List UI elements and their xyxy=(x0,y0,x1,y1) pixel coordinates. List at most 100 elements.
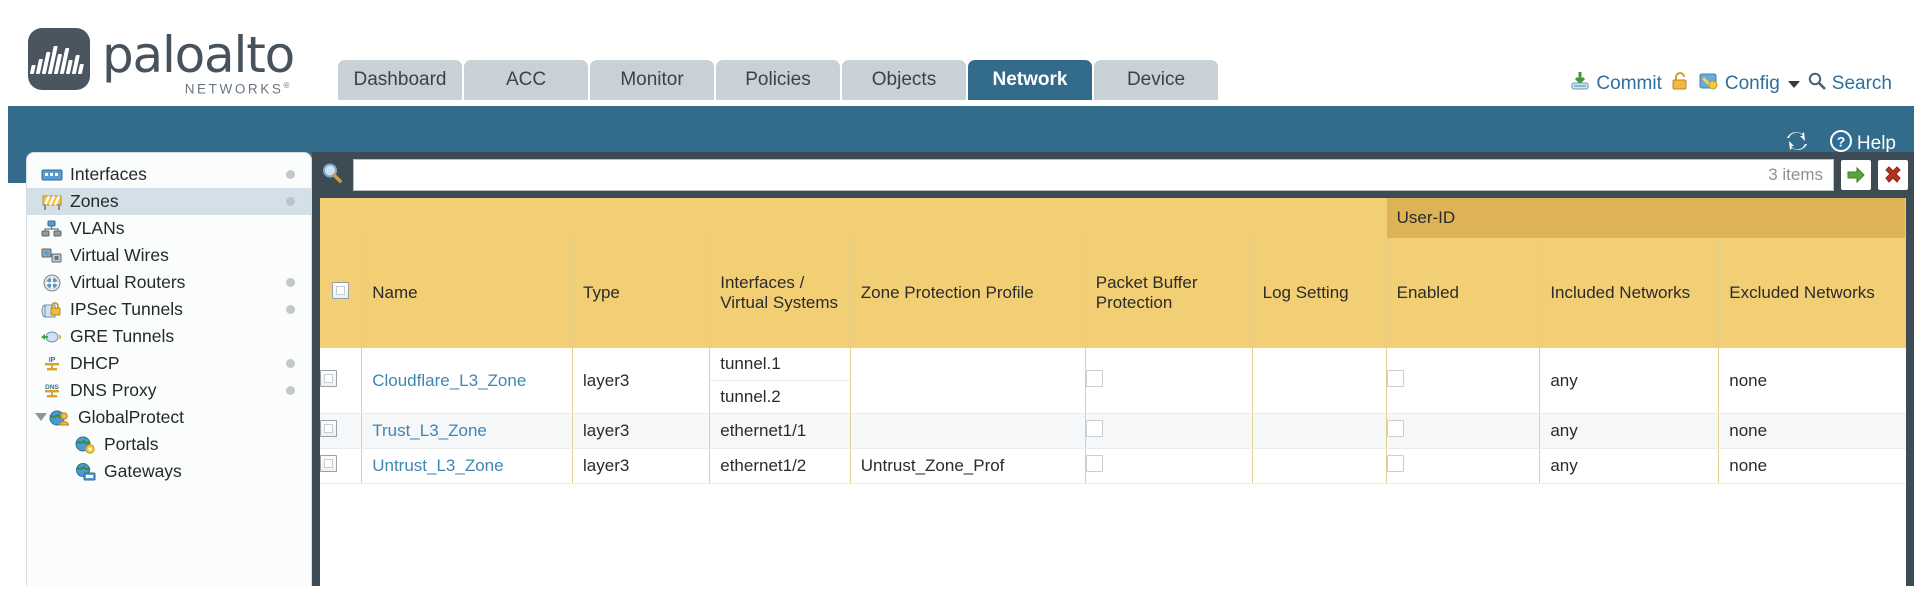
sidebar-item-interfaces[interactable]: Interfaces xyxy=(27,161,311,188)
cell-packet-buffer-protection[interactable] xyxy=(1085,348,1253,414)
apply-filter-button[interactable] xyxy=(1841,160,1871,190)
status-dot xyxy=(286,386,295,395)
tab-policies[interactable]: Policies xyxy=(716,60,840,100)
magnifier-icon xyxy=(1807,71,1827,97)
sidebar-item-vlans[interactable]: VLANs xyxy=(27,215,311,242)
cell-name[interactable]: Trust_L3_Zone xyxy=(361,413,574,449)
sidebar-item-virtual-wires[interactable]: Virtual Wires xyxy=(27,242,311,269)
header-select-all[interactable] xyxy=(320,238,363,348)
vlans-icon xyxy=(41,220,63,238)
search-button[interactable]: Search xyxy=(1807,71,1892,97)
zone-link[interactable]: Trust_L3_Zone xyxy=(372,421,487,440)
header-log-setting[interactable]: Log Setting xyxy=(1252,238,1387,348)
sidebar-label-zones: Zones xyxy=(70,191,119,211)
sidebar-item-zones[interactable]: Zones xyxy=(27,188,311,215)
header-excluded-networks[interactable]: Excluded Networks xyxy=(1718,238,1906,348)
header-name[interactable]: Name xyxy=(361,238,574,348)
cell-packet-buffer-protection[interactable] xyxy=(1085,448,1253,484)
header-userid-enabled[interactable]: Enabled xyxy=(1386,238,1541,348)
apply-arrow-icon xyxy=(1847,166,1865,184)
magnifier-icon[interactable] xyxy=(318,161,346,190)
header-packet-buffer-protection[interactable]: Packet Buffer Protection xyxy=(1085,238,1253,348)
virtual-wires-icon xyxy=(41,247,63,265)
cell-included-networks: any xyxy=(1539,448,1720,484)
config-wrench-icon xyxy=(1698,70,1720,98)
userid-enabled-checkbox[interactable] xyxy=(1386,420,1404,437)
commit-button[interactable]: Commit xyxy=(1569,70,1662,98)
cell-userid-enabled[interactable] xyxy=(1386,448,1541,484)
help-label: Help xyxy=(1856,133,1896,154)
refresh-icon[interactable] xyxy=(1784,129,1810,159)
cell-userid-enabled[interactable] xyxy=(1386,348,1541,414)
cell-packet-buffer-protection[interactable] xyxy=(1085,413,1253,449)
status-dot xyxy=(286,305,295,314)
sidebar-item-globalprotect[interactable]: GlobalProtect xyxy=(27,404,311,431)
cell-included-networks: any xyxy=(1539,413,1720,449)
row-checkbox[interactable] xyxy=(320,420,337,437)
tab-dashboard[interactable]: Dashboard xyxy=(338,60,462,100)
row-checkbox[interactable] xyxy=(320,369,337,387)
ipsec-tunnels-icon xyxy=(41,301,63,319)
userid-enabled-checkbox[interactable] xyxy=(1386,369,1404,387)
packet-buffer-checkbox[interactable] xyxy=(1085,369,1103,387)
sidebar-item-virtual-routers[interactable]: Virtual Routers xyxy=(27,269,311,296)
header-zone-protection-profile[interactable]: Zone Protection Profile xyxy=(850,238,1086,348)
cell-zone-protection-profile xyxy=(850,348,1086,414)
tab-objects[interactable]: Objects xyxy=(842,60,966,100)
tab-network[interactable]: Network xyxy=(968,60,1092,100)
filter-input[interactable]: 3 items xyxy=(353,159,1834,191)
interface-entry: tunnel.1 xyxy=(710,348,850,381)
cell-name[interactable]: Untrust_L3_Zone xyxy=(361,448,574,484)
brand-name: paloalto xyxy=(102,26,295,84)
chevron-down-icon xyxy=(1787,80,1800,88)
row-checkbox[interactable] xyxy=(320,455,337,472)
zone-link[interactable]: Cloudflare_L3_Zone xyxy=(372,370,527,390)
sidebar-label-vlans: VLANs xyxy=(70,218,125,238)
cell-userid-enabled[interactable] xyxy=(1386,413,1541,449)
packet-buffer-checkbox[interactable] xyxy=(1085,420,1103,437)
tab-device[interactable]: Device xyxy=(1094,60,1218,100)
twisty-expanded-icon[interactable] xyxy=(35,413,47,421)
zone-link[interactable]: Untrust_L3_Zone xyxy=(372,456,504,475)
table-row[interactable]: Untrust_L3_Zone layer3 ethernet1/2 Untru… xyxy=(320,448,1906,484)
clear-filter-button[interactable] xyxy=(1878,160,1908,190)
filter-toolbar: 3 items xyxy=(312,152,1914,198)
sidebar-item-dns-proxy[interactable]: DNS DNS Proxy xyxy=(27,377,311,404)
sidebar-item-portals[interactable]: Portals xyxy=(27,431,311,458)
table-row[interactable]: Trust_L3_Zone layer3 ethernet1/1 any non… xyxy=(320,413,1906,449)
sidebar-label-dhcp: DHCP xyxy=(70,353,120,373)
table-row[interactable]: Cloudflare_L3_Zone layer3 tunnel.1 tunne… xyxy=(320,348,1906,414)
main-content-panel: 3 items xyxy=(312,152,1914,586)
tab-monitor[interactable]: Monitor xyxy=(590,60,714,100)
brand-tagline: NETWORKS® xyxy=(184,81,292,97)
zones-icon xyxy=(41,193,63,211)
cell-log-setting xyxy=(1252,448,1387,484)
dhcp-icon: IP xyxy=(41,355,63,373)
select-all-checkbox[interactable] xyxy=(332,282,350,299)
header-type[interactable]: Type xyxy=(572,238,711,348)
config-menu[interactable]: Config xyxy=(1698,70,1800,98)
search-label: Search xyxy=(1831,73,1892,94)
sidebar-item-dhcp[interactable]: IP DHCP xyxy=(27,350,311,377)
header-interfaces[interactable]: Interfaces / Virtual Systems xyxy=(709,238,851,348)
row-select-cell[interactable] xyxy=(320,348,363,414)
row-select-cell[interactable] xyxy=(320,413,363,449)
sidebar-item-gre-tunnels[interactable]: GRE Tunnels xyxy=(27,323,311,350)
packet-buffer-checkbox[interactable] xyxy=(1085,455,1103,472)
sidebar-label-interfaces: Interfaces xyxy=(70,164,147,184)
sidebar-item-ipsec-tunnels[interactable]: IPSec Tunnels xyxy=(27,296,311,323)
cell-name[interactable]: Cloudflare_L3_Zone xyxy=(361,348,574,414)
lock-icon[interactable] xyxy=(1669,70,1691,98)
tab-acc[interactable]: ACC xyxy=(464,60,588,100)
userid-enabled-checkbox[interactable] xyxy=(1386,455,1404,472)
sidebar-label-gateways: Gateways xyxy=(104,461,182,481)
gre-tunnels-icon xyxy=(41,328,63,346)
row-select-cell[interactable] xyxy=(320,448,363,484)
sidebar-item-gateways[interactable]: Gateways xyxy=(27,458,311,485)
cell-included-networks: any xyxy=(1539,348,1720,414)
header-included-networks[interactable]: Included Networks xyxy=(1539,238,1720,348)
help-button[interactable]: ? Help xyxy=(1828,128,1896,160)
dns-proxy-icon: DNS xyxy=(41,382,63,400)
status-dot xyxy=(286,359,295,368)
